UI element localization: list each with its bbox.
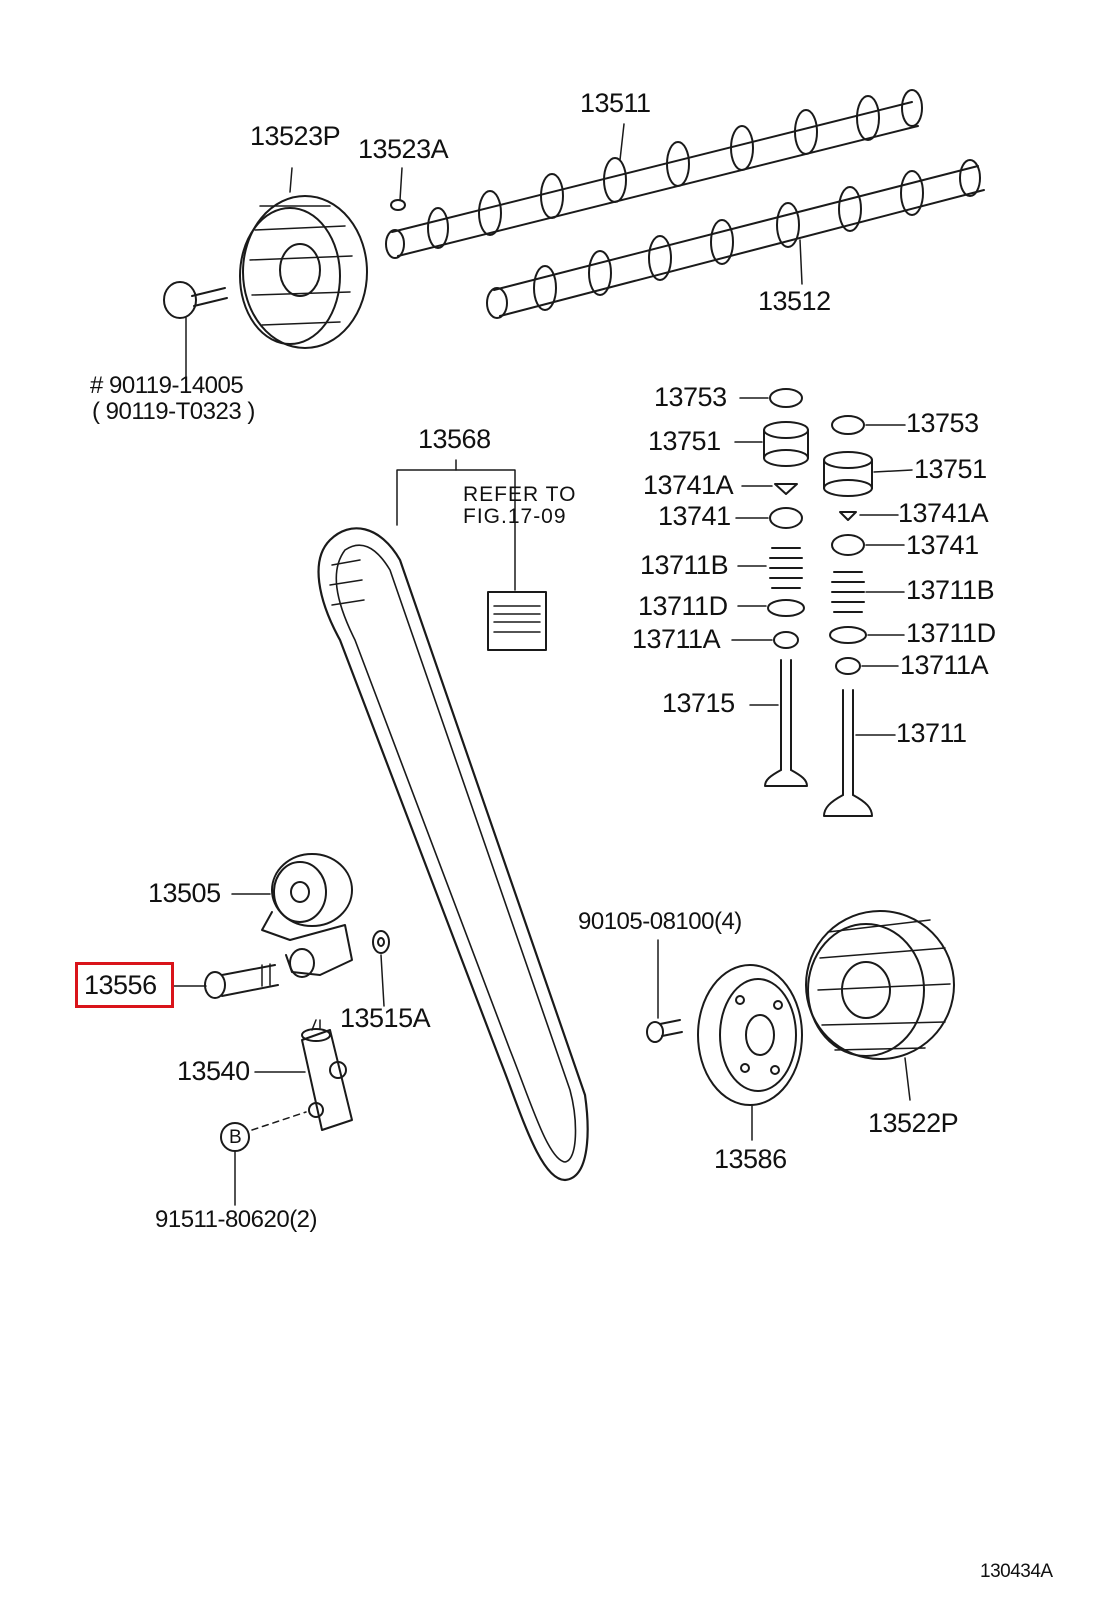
label-13505: 13505 — [148, 878, 221, 908]
label-13586: 13586 — [714, 1144, 787, 1174]
label-13540: 13540 — [177, 1056, 250, 1086]
label-13512: 13512 — [758, 286, 831, 316]
label-13741A-right: 13741A — [898, 498, 989, 528]
label-13711B-right: 13711B — [906, 575, 995, 605]
circle-b-marker: B — [229, 1127, 242, 1148]
timing-belt-13568 — [317, 459, 589, 1182]
label-91511-80620: 91511-80620(2) — [155, 1206, 318, 1233]
label-bolt-alt: ( 90119-T0323 ) — [92, 398, 255, 425]
pivot-bolt-13556 — [173, 963, 279, 999]
label-13751-right: 13751 — [914, 454, 987, 484]
cam-pulley-13523P — [239, 167, 368, 349]
valve-train-right — [823, 415, 913, 817]
bolt-90105-08100 — [646, 939, 683, 1043]
label-90105-08100: 90105-08100(4) — [578, 908, 742, 935]
crank-pulley-13586 — [697, 964, 803, 1141]
label-13715: 13715 — [662, 688, 735, 718]
camshaft-13512 — [486, 159, 985, 319]
tensioner-13540 — [220, 1019, 353, 1206]
label-13711A-right: 13711A — [900, 650, 989, 680]
figure-code: 130434A — [980, 1561, 1053, 1582]
label-refer: REFER TO FIG.17-09 — [463, 483, 577, 529]
label-bolt-main: # 90119-14005 — [90, 372, 244, 399]
valve-train-left — [731, 388, 809, 787]
bolt-90119-14005 — [163, 281, 228, 379]
label-13741A-left: 13741A — [643, 470, 734, 500]
label-13753-left: 13753 — [654, 382, 727, 412]
label-13511: 13511 — [580, 88, 651, 118]
camshaft-13511 — [385, 89, 923, 259]
washer-13515A — [372, 930, 390, 1007]
label-13523A: 13523A — [358, 134, 449, 164]
knock-pin-13523A — [390, 167, 406, 211]
label-13753-right: 13753 — [906, 408, 979, 438]
tensioner-pulley-13505 — [231, 853, 353, 978]
label-13711: 13711 — [896, 718, 967, 748]
crank-timing-pulley-13522P — [805, 910, 955, 1101]
label-13711D-right: 13711D — [906, 618, 996, 648]
label-13522P: 13522P — [868, 1108, 959, 1138]
highlight-box-13556 — [75, 962, 174, 1008]
label-13515A: 13515A — [340, 1003, 431, 1033]
label-13711B-left: 13711B — [640, 550, 729, 580]
label-13711D-left: 13711D — [638, 591, 728, 621]
label-13741-left: 13741 — [658, 501, 731, 531]
label-13741-right: 13741 — [906, 530, 979, 560]
label-13751-left: 13751 — [648, 426, 721, 456]
belt-guide-icon — [487, 591, 547, 651]
label-13568: 13568 — [418, 424, 491, 454]
label-13523P: 13523P — [250, 121, 341, 151]
label-13711A-left: 13711A — [632, 624, 721, 654]
label-13556[interactable]: 13556 — [84, 970, 157, 1000]
